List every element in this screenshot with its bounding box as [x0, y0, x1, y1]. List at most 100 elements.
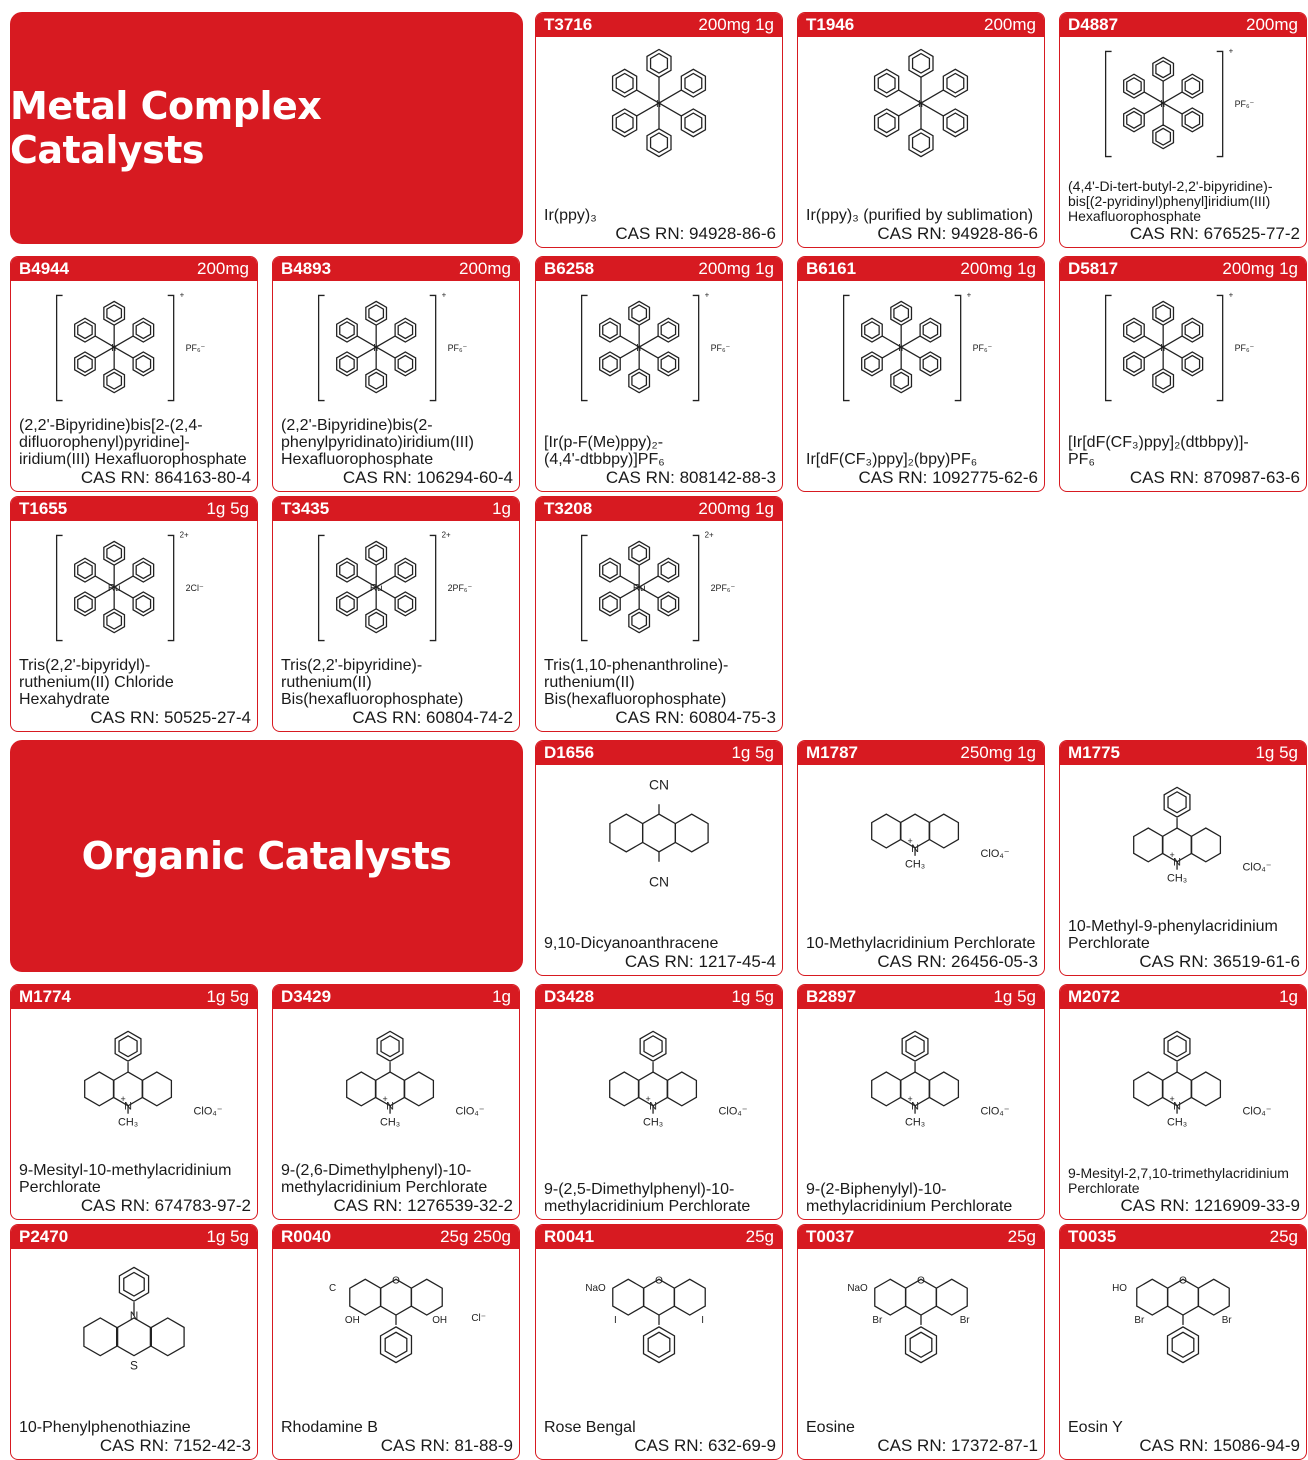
package-sizes: 200mg 1g	[698, 499, 774, 518]
product-text: 10-Methyl-9-phenylacridinium Perchlorate…	[1068, 918, 1300, 971]
cas-number: CAS RN: 26456-05-3	[877, 952, 1038, 971]
structure-label: N	[130, 1309, 139, 1323]
structure-label: ClO₄⁻	[456, 1106, 485, 1118]
structure-label: 2+	[442, 530, 451, 539]
cas-number: CAS RN: 808142-88-3	[605, 468, 776, 487]
structure-label: Br	[960, 1315, 971, 1326]
structure-label: ClO₄⁻	[981, 1106, 1010, 1118]
package-sizes: 200mg 1g	[698, 15, 774, 34]
structure-label: CH₃	[905, 859, 925, 871]
product-name: (2,2'-Bipyridine)bis(2- phenylpyridinato…	[281, 417, 474, 468]
cas-number: CAS RN: 632-69-9	[634, 1436, 776, 1455]
package-sizes: 200mg	[984, 15, 1036, 34]
structure-label: CH₃	[643, 1117, 663, 1129]
product-text: 9-Mesityl-2,7,10-trimethylacridinium Per…	[1068, 1166, 1300, 1216]
structure-drawing: Ir+PF₆⁻	[1104, 46, 1255, 158]
product-code: D4887	[1068, 15, 1119, 34]
structure-label: CN	[649, 776, 669, 792]
structure-label: O	[1179, 1275, 1187, 1286]
structure-label: PF₆⁻	[1235, 343, 1255, 353]
structure-label: CH₃	[380, 1117, 400, 1129]
package-sizes: 200mg	[459, 259, 511, 278]
structure-label: N	[386, 1101, 394, 1113]
structure-label: Ir	[373, 343, 380, 354]
structure-label: N	[911, 843, 919, 855]
structure-drawing: Ir+PF₆⁻	[317, 290, 468, 402]
product-name: Eosin Y	[1068, 1419, 1123, 1436]
package-sizes: 1g 5g	[731, 743, 774, 762]
structure-label: Ir	[1160, 99, 1167, 110]
package-sizes: 1g 5g	[206, 1227, 249, 1246]
cas-number: CAS RN: 1216909-33-9	[1120, 1196, 1300, 1215]
product-name: Eosine	[806, 1419, 855, 1436]
structure-label: +	[907, 836, 912, 846]
package-sizes: 200mg 1g	[698, 259, 774, 278]
structure-label: Ru	[370, 583, 383, 594]
product-code: T3435	[281, 499, 330, 518]
product-text: (2,2'-Bipyridine)bis(2- phenylpyridinato…	[281, 417, 513, 487]
structure-label: +	[645, 1094, 650, 1104]
package-sizes: 1g 5g	[206, 499, 249, 518]
product-text: Ir(ppy)₃ (purified by sublimation)CAS RN…	[806, 207, 1038, 243]
cas-number: CAS RN: 674783-97-2	[80, 1196, 251, 1215]
product-name: 9-(2-Biphenylyl)-10- methylacridinium Pe…	[806, 1181, 1013, 1215]
package-sizes: 25g	[745, 1227, 774, 1246]
product-name: 10-Methyl-9-phenylacridinium Perchlorate	[1068, 918, 1278, 952]
package-sizes: 1g 5g	[993, 987, 1036, 1006]
chemical-structure: Ir+PF₆⁻	[273, 283, 519, 413]
structure-label: Br	[1134, 1315, 1145, 1326]
structure-label: NaO	[847, 1283, 868, 1294]
cas-number: CAS RN: 94928-86-6	[615, 224, 776, 243]
product-code: T0037	[806, 1227, 855, 1246]
structure-label: N	[1173, 857, 1181, 869]
package-sizes: 25g 250g	[440, 1227, 511, 1246]
product-code: R0040	[281, 1227, 332, 1246]
structure-label: C	[329, 1283, 336, 1294]
product-code: P2470	[19, 1227, 69, 1246]
product-code: M1787	[806, 743, 858, 762]
metal-complex-banner: Metal Complex Catalysts	[10, 12, 523, 244]
product-text: Tris(2,2'-bipyridine)- ruthenium(II) Bis…	[281, 657, 513, 727]
product-code: T3208	[544, 499, 593, 518]
structure-label: NaO	[585, 1283, 606, 1294]
package-sizes: 250mg 1g	[960, 743, 1036, 762]
